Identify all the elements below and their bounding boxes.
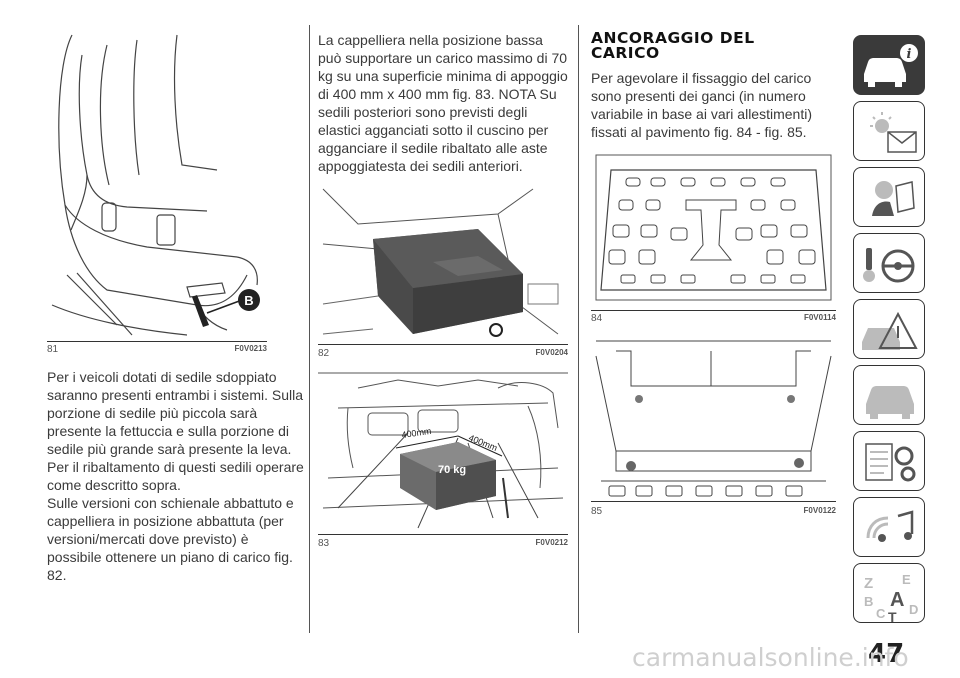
svg-text:B: B xyxy=(864,594,873,609)
seat-illustration: B xyxy=(51,34,260,336)
svg-text:T: T xyxy=(888,609,897,623)
tab-car-service[interactable] xyxy=(853,365,925,425)
column-1-text: Per i veicoli dotati di sedile sdoppiato… xyxy=(47,368,305,584)
column-2-text: La cappelliera nella posizione bassa può… xyxy=(318,31,568,175)
paragraph: Per agevolare il fissaggio del carico so… xyxy=(591,70,812,140)
tab-key-steering[interactable] xyxy=(853,233,925,293)
callout-b-circle xyxy=(238,289,260,311)
cargo-shelf-illustration xyxy=(318,184,568,344)
tab-safety[interactable] xyxy=(853,167,925,227)
figure-85-floor-hooks xyxy=(591,331,836,502)
car-info-icon: i xyxy=(864,44,918,87)
paragraph: Per il ribaltamento di questi sedili ope… xyxy=(47,459,304,493)
figure-code: F0V0114 xyxy=(803,313,836,322)
safety-airbag-icon xyxy=(872,181,915,216)
figure-number: 85 xyxy=(591,506,603,517)
figure-82-cargo-shelf xyxy=(318,184,568,345)
column-3-text: Per agevolare il fissaggio del carico so… xyxy=(591,69,826,141)
svg-text:i: i xyxy=(907,47,912,62)
figure-code: F0V0213 xyxy=(234,344,267,353)
tab-dashboard-lights[interactable] xyxy=(853,101,925,161)
figure-83-load-capacity: 400mm 400mm 70 kg xyxy=(318,368,568,535)
index-az-icon: Z E B C D A T xyxy=(864,572,918,623)
svg-text:C: C xyxy=(876,606,886,621)
emergency-icon xyxy=(862,311,918,350)
tab-technical-data[interactable] xyxy=(853,431,925,491)
svg-text:D: D xyxy=(909,602,918,617)
svg-text:A: A xyxy=(890,589,904,611)
key-steering-icon xyxy=(863,248,915,283)
car-service-icon xyxy=(866,386,914,419)
floor-hooks-illustration-2 xyxy=(591,331,836,501)
figure-number: 82 xyxy=(318,348,330,359)
load-capacity-illustration: 400mm 400mm 70 kg xyxy=(318,368,568,534)
callout-b: B xyxy=(244,293,253,308)
figure-84-caption: 84 F0V0114 xyxy=(591,313,836,325)
dimension-label: 400mm xyxy=(401,426,432,440)
paragraph: Sulle versioni con schienale abbattuto e… xyxy=(47,495,294,583)
svg-text:E: E xyxy=(902,572,911,587)
page-number: 47 xyxy=(868,639,905,669)
paragraph: Per i veicoli dotati di sedile sdoppiato… xyxy=(47,369,304,457)
figure-82-caption: 82 F0V0204 xyxy=(318,348,568,360)
figure-code: F0V0122 xyxy=(803,506,836,515)
paragraph: La cappelliera nella posizione bassa può… xyxy=(318,32,568,174)
figure-85-caption: 85 F0V0122 xyxy=(591,506,836,518)
figure-code: F0V0212 xyxy=(535,538,568,547)
column-divider xyxy=(578,25,579,633)
tab-emergency[interactable] xyxy=(853,299,925,359)
figure-number: 84 xyxy=(591,313,603,324)
dashboard-lights-icon xyxy=(870,112,917,153)
figure-84-floor-hooks xyxy=(591,150,836,311)
section-heading: ANCORAGGIO DEL CARICO xyxy=(591,29,755,62)
figure-code: F0V0204 xyxy=(535,348,568,357)
figure-number: 83 xyxy=(318,538,330,549)
multimedia-icon xyxy=(866,510,914,542)
column-divider xyxy=(309,25,310,633)
figure-81-caption: 81 F0V0213 xyxy=(47,344,267,356)
weight-label: 70 kg xyxy=(438,464,466,476)
figure-83-caption: 83 F0V0212 xyxy=(318,538,568,550)
tab-car-info[interactable]: i xyxy=(853,35,925,95)
svg-text:Z: Z xyxy=(864,575,873,592)
figure-81-seat-lever: B xyxy=(47,25,267,342)
tab-multimedia[interactable] xyxy=(853,497,925,557)
tab-index[interactable]: Z E B C D A T xyxy=(853,563,925,623)
watermark: carmanualsonline.info xyxy=(632,643,909,672)
figure-number: 81 xyxy=(47,344,59,355)
floor-hooks-illustration xyxy=(591,150,836,310)
technical-data-icon xyxy=(865,443,916,482)
